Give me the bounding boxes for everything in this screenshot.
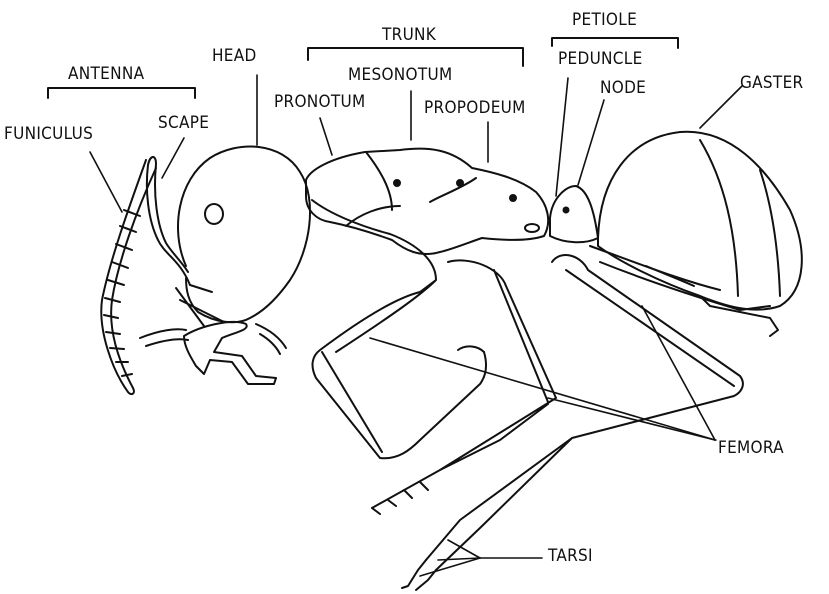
head <box>140 146 310 384</box>
antenna <box>101 157 190 394</box>
trunk-bracket <box>308 48 523 66</box>
petiole <box>550 186 598 242</box>
label-trunk: TRUNK <box>382 27 436 44</box>
label-scape: SCAPE <box>158 115 209 132</box>
front-leg <box>312 200 486 458</box>
label-propodeum: PROPODEUM <box>424 100 526 117</box>
petiole-bracket <box>552 38 678 48</box>
label-tarsi: TARSI <box>548 548 593 565</box>
gaster <box>590 132 802 336</box>
label-femora: FEMORA <box>718 440 784 457</box>
label-peduncle: PEDUNCLE <box>558 51 643 68</box>
label-petiole: PETIOLE <box>572 12 637 29</box>
label-antenna: ANTENNA <box>68 66 144 83</box>
label-gaster: GASTER <box>740 75 803 92</box>
eye <box>205 204 223 224</box>
label-pronotum: PRONOTUM <box>274 94 366 111</box>
label-head: HEAD <box>212 48 257 65</box>
trunk <box>306 149 548 254</box>
label-node: NODE <box>600 80 646 97</box>
antenna-bracket <box>48 88 195 98</box>
leader-lines <box>90 75 742 576</box>
label-mesonotum: MESONOTUM <box>348 67 453 84</box>
hind-leg <box>402 255 743 590</box>
label-funiculus: FUNICULUS <box>4 126 93 143</box>
